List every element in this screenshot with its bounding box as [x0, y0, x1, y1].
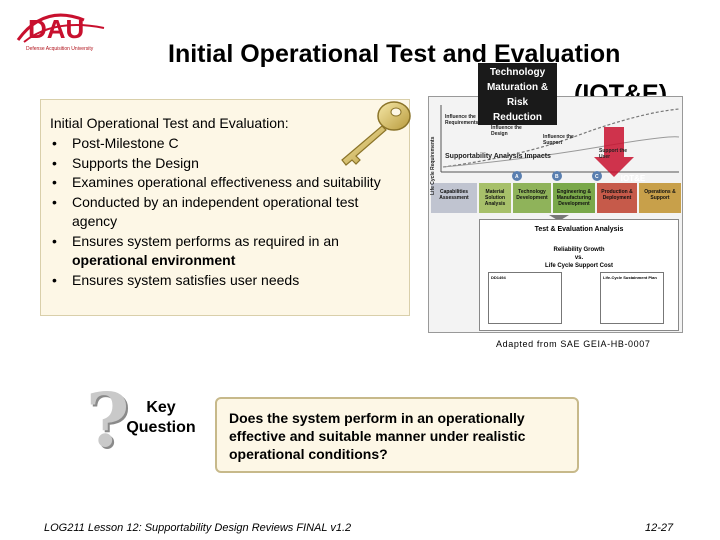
- bullet-item-text: Ensures system performs as required in a…: [72, 232, 339, 249]
- tea-line: Life Cycle Support Cost: [544, 263, 613, 269]
- life-cycle-diagram-graphic: [431, 105, 681, 221]
- footer-page-number: 12-27: [645, 522, 674, 534]
- test-evaluation-title: Test & Evaluation Analysis: [534, 226, 624, 233]
- test-evaluation-panel: Test & Evaluation Analysis Reliability G…: [479, 219, 679, 331]
- phase-box: Engineering & Manufacturing Development: [556, 189, 592, 207]
- phase-box: Operations & Support: [644, 189, 676, 201]
- lcsp-document: Life-Cycle Sustainment Plan: [600, 272, 664, 324]
- overlay-line: Technology: [489, 67, 546, 78]
- bullet-item: Ensures system satisfies user needs: [50, 271, 405, 291]
- bullet-item: Ensures system performs as required in a…: [50, 232, 405, 271]
- technology-maturation-overlay: Technology Maturation & Risk Reduction: [478, 63, 557, 125]
- tea-line: Reliability Growth: [553, 247, 605, 253]
- milestone-c: C: [595, 174, 599, 180]
- bullet-list: Post-Milestone C Supports the Design Exa…: [50, 134, 405, 290]
- dau-logo: DAU Defense Acquisition University: [14, 10, 114, 54]
- key-question-label: Key Question: [118, 398, 204, 438]
- overlay-line: Risk: [506, 97, 529, 108]
- tea-line: vs.: [574, 255, 584, 261]
- reliability-growth-text: Reliability Growth vs. Life Cycle Suppor…: [480, 246, 678, 270]
- milestone-b: B: [555, 174, 559, 180]
- supportability-analysis-label: Supportability Analysis Impacts: [445, 153, 551, 160]
- doc-title: DD1494: [491, 275, 506, 280]
- source-credit: Adapted from SAE GEIA-HB-0007: [496, 339, 651, 349]
- phase-box: Material Solution Analysis: [484, 189, 506, 207]
- doc-title: Life-Cycle Sustainment Plan: [603, 275, 657, 280]
- life-cycle-diagram: Life Cycle Requirements Influence the Re…: [428, 96, 683, 333]
- overlay-line: Maturation &: [486, 82, 549, 93]
- phase-box: Capabilities Assessment: [439, 189, 469, 201]
- key-question-text: Does the system perform in an operationa…: [229, 410, 526, 462]
- logo-tagline: Defense Acquisition University: [26, 46, 94, 52]
- key-question-box: Does the system perform in an operationa…: [215, 397, 579, 473]
- bullet-item: Examines operational effectiveness and s…: [50, 173, 405, 193]
- dd1494-document: DD1494: [488, 272, 562, 324]
- influence-design-label: Influence the Design: [491, 125, 522, 137]
- dau-logo-icon: DAU: [16, 13, 105, 44]
- life-cycle-requirements-label: Life Cycle Requirements: [430, 136, 436, 195]
- footer-course: LOG211 Lesson 12: Supportability Design …: [44, 522, 352, 534]
- bullet-item: Conducted by an independent operational …: [50, 193, 405, 232]
- bullet-panel: Initial Operational Test and Evaluation:…: [40, 99, 410, 316]
- influence-support-label: Influence the Support: [543, 134, 574, 146]
- key-question-line: Key: [146, 399, 176, 416]
- overlay-line: Reduction: [493, 112, 542, 123]
- bullet-item: Post-Milestone C: [50, 134, 405, 154]
- phase-box: Technology Development: [516, 189, 548, 201]
- iote-badge: IOT&E: [620, 174, 646, 183]
- key-question-line: Question: [126, 419, 196, 436]
- key-icon: [341, 101, 411, 166]
- milestone-a: A: [515, 174, 519, 180]
- bullet-item: Supports the Design: [50, 154, 405, 174]
- bullet-item-bold: operational environment: [72, 252, 236, 268]
- phase-box: Production & Deployment: [601, 189, 633, 201]
- support-user-label: Support the User: [599, 148, 628, 160]
- logo-letters: DAU: [28, 14, 84, 44]
- bullet-heading: Initial Operational Test and Evaluation:: [50, 115, 289, 131]
- influence-requirements-label: Influence the Requirements: [445, 114, 479, 126]
- question-mark-icon: ?: [86, 378, 130, 464]
